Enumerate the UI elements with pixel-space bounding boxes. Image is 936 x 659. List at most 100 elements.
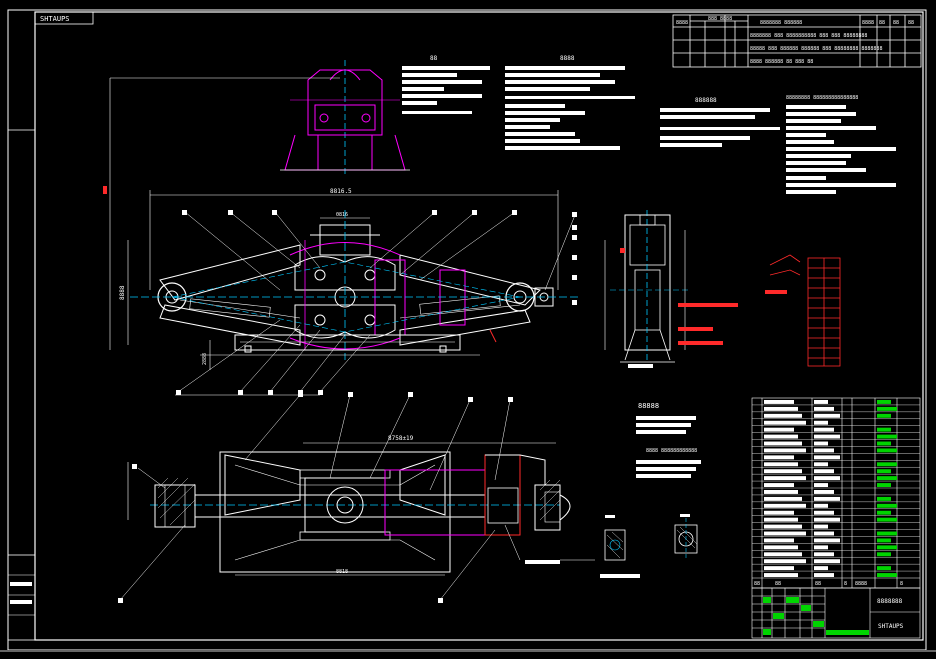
rev-header-zone: 8888: [676, 20, 688, 26]
bom-code-cell: [764, 559, 806, 564]
bom-code-cell: [764, 510, 794, 515]
red-small-leader: [489, 329, 497, 343]
bom-material-cell: [877, 531, 897, 536]
bom-name-cell: [814, 559, 840, 564]
jack-side-view: [604, 210, 690, 363]
main-dim-label: 8816.5: [330, 188, 352, 195]
bom-material-cell: [877, 434, 897, 439]
rev-header-ecn: 888 8888: [708, 16, 732, 22]
bom-footer-no: 88: [754, 581, 760, 587]
rev-header-dr: 88: [879, 20, 885, 26]
bom-name-cell: [814, 483, 828, 487]
bom-name-cell: [814, 545, 828, 550]
side-view-caption: [628, 364, 653, 368]
bom-code-cell: [764, 448, 806, 453]
bom-code-cell: [764, 483, 794, 487]
svg-text:88888: 88888: [638, 402, 659, 410]
svg-text:8888 888888888888: 8888 888888888888: [646, 448, 697, 454]
bom-code-cell: [764, 434, 798, 439]
bom-name-cell: [814, 517, 840, 522]
red-marker: [103, 186, 107, 194]
bom-material-cell: [877, 573, 897, 577]
red-label-left: [765, 290, 787, 294]
bracket-top-view: [280, 60, 410, 175]
bom-material-cell: [877, 566, 891, 571]
jack-plan-view: 8758±19 8818: [119, 394, 595, 601]
bom-material-cell: [877, 427, 891, 432]
title-block-green-cells: [763, 597, 869, 635]
bom-name-cell: [814, 538, 840, 543]
inner-border: [34, 11, 924, 641]
plan-balloons: [118, 392, 560, 603]
section-caption-a: [600, 574, 640, 578]
bom-material-cell: [877, 545, 897, 550]
bom-code-cell: [764, 455, 794, 460]
bom-code-cell: [764, 503, 806, 508]
vertical-small-label: 2888: [202, 353, 208, 365]
title-block-title: 8888888: [877, 598, 903, 605]
svg-text:888888: 888888: [695, 97, 717, 104]
bom-name-cell: [814, 441, 828, 446]
bom-material-cell: [877, 448, 897, 453]
bom-name-cell: [814, 566, 828, 571]
corner-code: SHTAUPS: [40, 15, 70, 23]
jack-elevation-view: 8816.5 8888 0816: [103, 77, 580, 396]
bom-code-cell: [764, 545, 798, 550]
rev-header-date: 8888: [862, 20, 874, 26]
notes-block-1: 88: [402, 55, 490, 114]
bom-material-cell: [877, 496, 891, 501]
bom-footer-material: 8888: [855, 581, 867, 587]
strip-label-1: [10, 582, 32, 586]
red-spec-table: [769, 254, 841, 367]
bom-code-cell: [764, 406, 798, 411]
bom-material-cell: [877, 552, 891, 557]
bom-name-cell: [814, 427, 834, 432]
bom-code-cell: [764, 538, 794, 543]
bom-material-cell: [877, 538, 891, 543]
bom-footer-remark: 8: [900, 581, 903, 587]
left-strip-box: [7, 554, 36, 641]
bom-footer-qty: 8: [844, 581, 847, 587]
bom-name-cell: [814, 476, 840, 481]
rev-header-ap: 88: [908, 20, 914, 26]
bom-name-cell: [814, 413, 840, 418]
bom-name-cell: [814, 552, 834, 557]
bom-code-cell: [764, 441, 802, 446]
notes-block-6: 8888 888888888888: [636, 448, 701, 478]
section-caption-c: [605, 515, 615, 518]
title-block: [751, 587, 921, 639]
bom-code-cell: [764, 413, 802, 418]
bom-name-cell: [814, 448, 834, 453]
bom-name-cell: [814, 420, 828, 425]
bom-name-cell: [814, 400, 828, 404]
notes-block-5: 88888: [636, 402, 696, 434]
bom-footer-name: 88: [815, 581, 821, 587]
bom-code-cell: [764, 573, 798, 577]
bom-code-cell: [764, 420, 806, 425]
bom-code-cell: [764, 517, 798, 522]
side-view-red-callouts: [620, 248, 738, 345]
parts-list-table: [751, 397, 921, 589]
bom-name-cell: [814, 503, 828, 508]
rev-row-3-desc: 8888 888888 88 888 88: [750, 59, 813, 65]
bom-material-cell: [877, 510, 891, 515]
parts-list-rows: [752, 400, 920, 577]
bom-code-cell: [764, 400, 794, 404]
bom-material-cell: [877, 413, 891, 418]
revision-table: [672, 14, 922, 68]
bom-name-cell: [814, 434, 840, 439]
bom-name-cell: [814, 455, 840, 460]
bom-name-cell: [814, 469, 834, 474]
bom-name-cell: [814, 573, 834, 577]
bom-name-cell: [814, 531, 834, 536]
strip-label-2: [10, 600, 32, 604]
bom-name-cell: [814, 406, 834, 411]
svg-text:88: 88: [430, 55, 438, 62]
bom-code-cell: [764, 476, 806, 481]
bom-material-cell: [877, 400, 891, 404]
bom-code-cell: [764, 552, 802, 557]
svg-text:8888: 8888: [560, 55, 575, 62]
title-block-drawing-number: SHTAUPS: [878, 623, 904, 630]
notes-block-2: 8888: [505, 55, 635, 150]
bom-name-cell: [814, 510, 834, 515]
